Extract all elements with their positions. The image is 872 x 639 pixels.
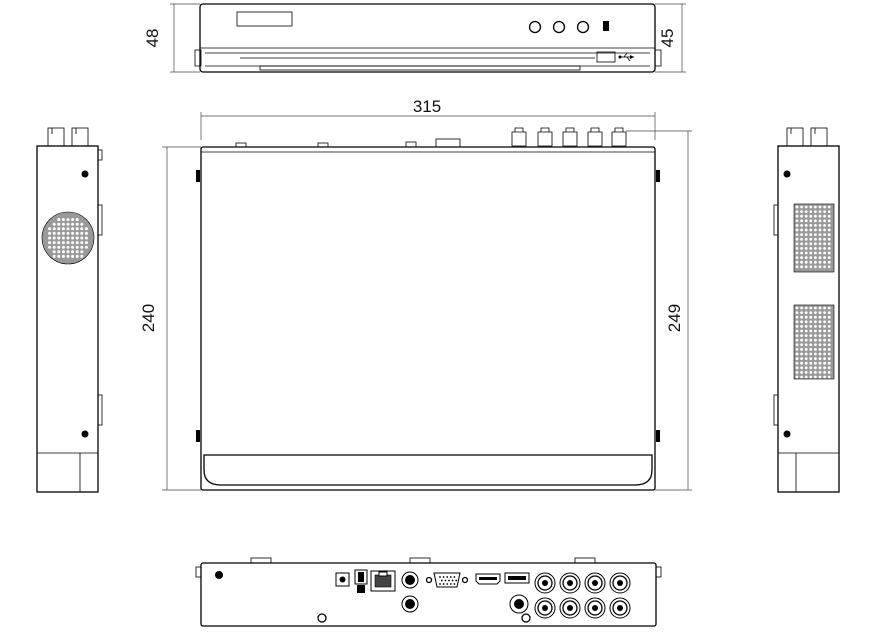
left-side-view: [36, 127, 103, 493]
front-button-circle-3: [576, 20, 590, 34]
top-view: 315 240 249: [139, 97, 692, 491]
dim-depth-240: 240: [139, 304, 158, 332]
usb-icon: [618, 52, 634, 62]
rear-ground-screw: [215, 571, 223, 579]
dim-depth-249: 249: [665, 304, 684, 332]
usb-port: [596, 51, 616, 63]
dim-height-45: 45: [658, 29, 677, 48]
dim-width-315: 315: [413, 97, 441, 116]
front-button-circle-2: [552, 20, 566, 34]
top-bnc-connectors: [511, 127, 627, 147]
rear-bnc-video-inputs: [534, 572, 631, 619]
front-button-circle-1: [528, 20, 542, 34]
right-vent-holes: [795, 205, 831, 379]
dim-height-48: 48: [143, 29, 162, 48]
rear-view: [195, 557, 662, 627]
front-view: 48 45: [143, 3, 686, 73]
right-side-view: [773, 127, 840, 493]
front-indicator: [603, 21, 609, 31]
left-vent-holes: [48, 218, 88, 258]
